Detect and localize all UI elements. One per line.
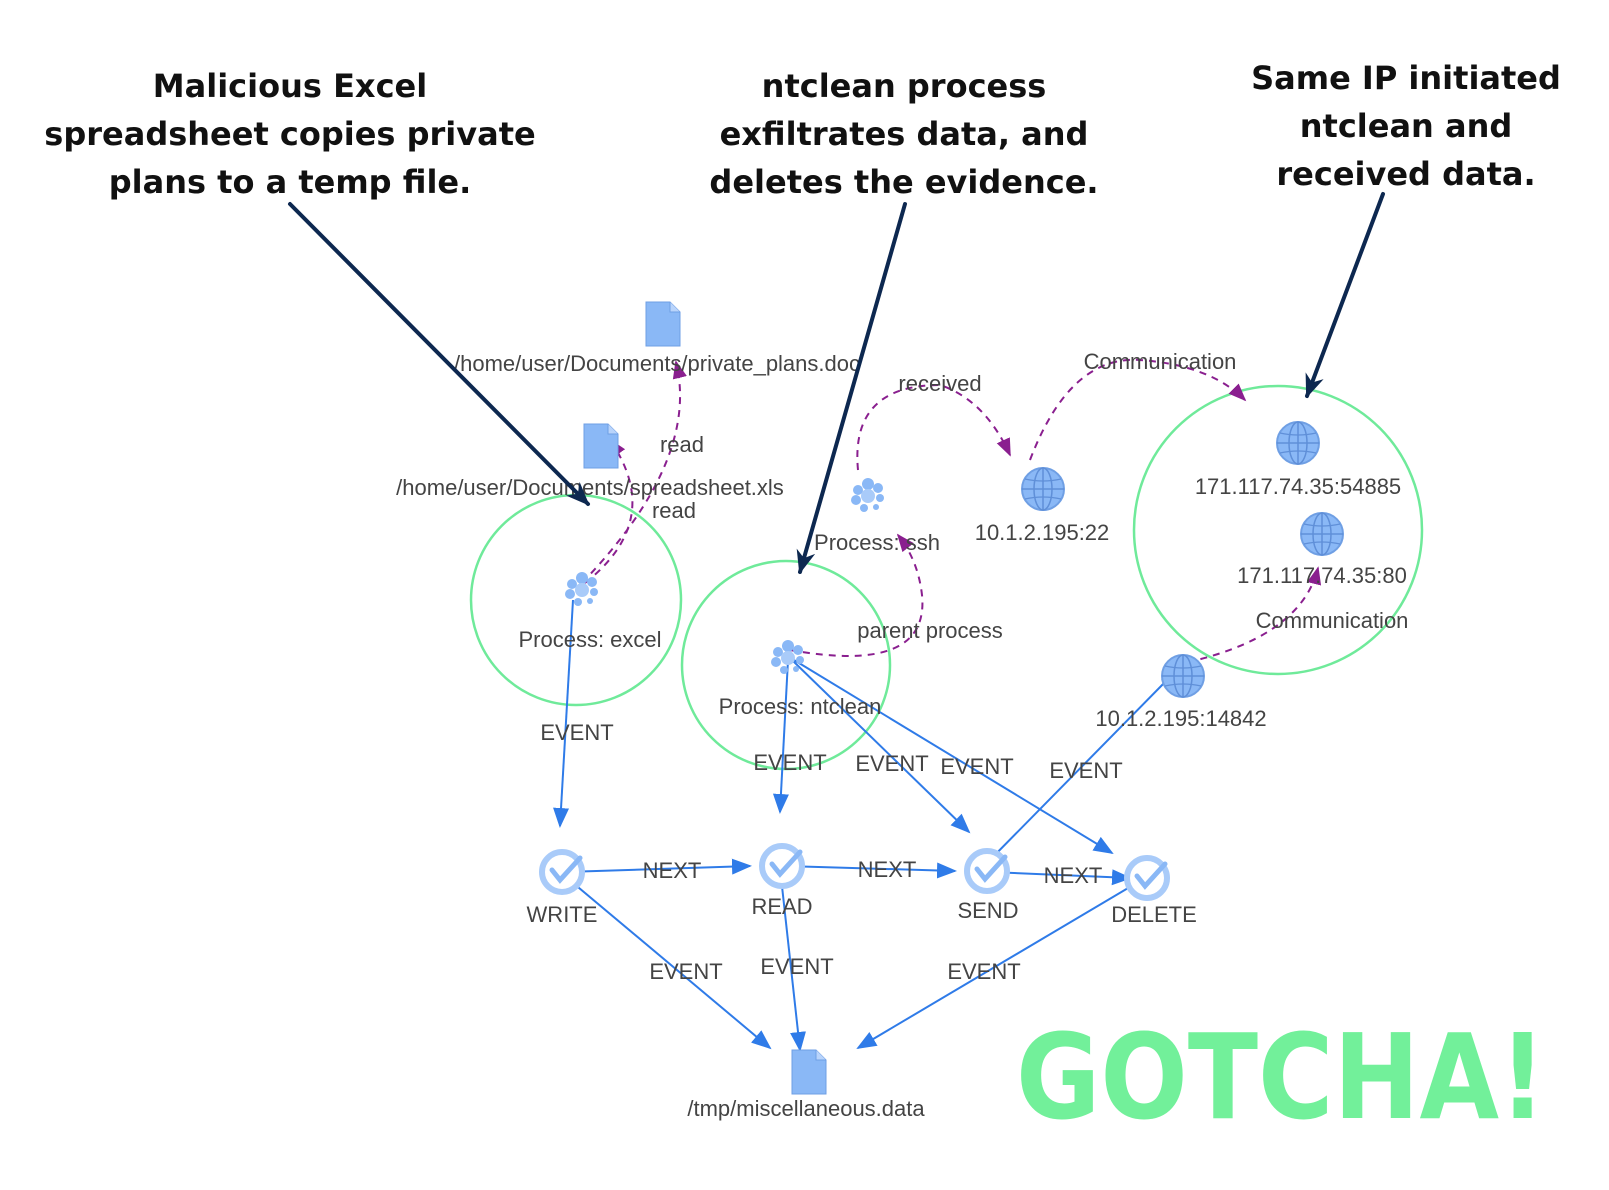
globe-icon xyxy=(1161,654,1205,698)
label-ip-54885: 171.117.74.35:54885 xyxy=(1195,474,1401,499)
edge-label-next-1: NEXT xyxy=(643,858,702,883)
node-process-ssh[interactable] xyxy=(851,478,884,512)
callout-arrow-middle xyxy=(796,202,907,575)
edge-read-private-plans xyxy=(581,360,687,584)
edge-label-write-tmp-event: EVENT xyxy=(649,959,722,984)
node-event-read[interactable] xyxy=(759,843,805,889)
process-icon xyxy=(565,572,598,606)
process-icon xyxy=(771,640,804,674)
label-event-write: WRITE xyxy=(527,902,598,927)
edge-label-excel-event: EVENT xyxy=(540,720,613,745)
annotation-right-line-1: Same IP initiated xyxy=(1251,59,1561,97)
highlight-ring-ntclean xyxy=(680,559,892,771)
edge-communication-bottom xyxy=(1174,566,1322,666)
node-ip-54885[interactable] xyxy=(1276,421,1320,465)
edge-label-ntclean-read-event: EVENT xyxy=(753,750,826,775)
label-process-ntclean: Process: ntclean xyxy=(719,694,882,719)
edge-label-delete-tmp-event: EVENT xyxy=(947,959,1020,984)
edge-write-tmp xyxy=(559,871,772,1050)
node-ip-22[interactable] xyxy=(1021,467,1065,511)
edge-ntclean-read xyxy=(772,659,789,814)
label-private-plans: /home/user/Documents/private_plans.doc xyxy=(454,351,860,376)
edge-excel-write xyxy=(553,599,574,828)
node-process-excel[interactable] xyxy=(565,572,598,606)
edge-label-send-ip-event: EVENT xyxy=(1049,758,1122,783)
label-spreadsheet: /home/user/Documents/spreadsheet.xls xyxy=(396,475,784,500)
edge-ntclean-send xyxy=(791,659,971,834)
edge-label-communication-bottom: Communication xyxy=(1256,608,1409,633)
label-process-excel: Process: excel xyxy=(518,627,661,652)
edge-label-ntclean-send-event: EVENT xyxy=(855,751,928,776)
edge-label-ntclean-delete-event: EVENT xyxy=(940,754,1013,779)
annotation-right: Same IP initiated ntclean and received d… xyxy=(1251,59,1561,193)
node-event-write[interactable] xyxy=(539,849,585,895)
edge-next-2 xyxy=(784,862,957,879)
annotation-right-line-2: ntclean and xyxy=(1300,107,1513,145)
globe-icon xyxy=(1276,421,1320,465)
annotation-middle-line-2: exfiltrates data, and xyxy=(720,115,1089,153)
annotation-right-line-3: received data. xyxy=(1276,155,1535,193)
file-icon xyxy=(791,1049,827,1095)
edge-label-read-plans: read xyxy=(660,432,704,457)
edge-label-next-2: NEXT xyxy=(858,857,917,882)
node-private-plans[interactable] xyxy=(645,301,681,347)
annotation-left-line-1: Malicious Excel xyxy=(153,67,427,105)
annotation-middle: ntclean process exfiltrates data, and de… xyxy=(709,67,1098,201)
label-ip-14842: 10.1.2.195:14842 xyxy=(1095,706,1266,731)
label-event-delete: DELETE xyxy=(1111,902,1197,927)
process-icon xyxy=(851,478,884,512)
globe-icon xyxy=(1300,512,1344,556)
edge-send-ip xyxy=(984,676,1171,866)
edge-ntclean-delete xyxy=(793,659,1114,855)
label-event-send: SEND xyxy=(957,898,1018,923)
gotcha-text: GOTCHA! xyxy=(1016,1008,1546,1146)
edge-next-1 xyxy=(564,858,752,875)
node-ip-14842[interactable] xyxy=(1161,654,1205,698)
callout-arrow-left xyxy=(288,202,590,506)
label-ip-80: 171.117.74.35:80 xyxy=(1237,563,1407,588)
edge-label-read-sheet: read xyxy=(652,498,696,523)
edge-read-spreadsheet xyxy=(584,438,634,584)
node-event-send[interactable] xyxy=(964,848,1010,894)
highlight-ring-remote-ip xyxy=(1132,384,1424,676)
node-ip-80[interactable] xyxy=(1300,512,1344,556)
edge-communication-top xyxy=(1029,358,1247,461)
label-tmp-data: /tmp/miscellaneous.data xyxy=(687,1096,925,1121)
event-check-icon xyxy=(964,848,1010,894)
edge-received xyxy=(856,383,1011,471)
edge-read-tmp xyxy=(779,867,806,1052)
edge-parent-process xyxy=(789,533,924,657)
annotation-left-line-3: plans to a temp file. xyxy=(109,163,472,201)
label-event-read: READ xyxy=(751,894,812,919)
annotation-middle-line-1: ntclean process xyxy=(762,67,1047,105)
callout-arrow-right xyxy=(1305,192,1385,399)
edge-label-received: received xyxy=(898,371,981,396)
edge-label-read-tmp-event: EVENT xyxy=(760,954,833,979)
node-tmp-data[interactable] xyxy=(791,1049,827,1095)
edge-label-communication-top: Communication xyxy=(1084,349,1237,374)
annotation-left: Malicious Excel spreadsheet copies priva… xyxy=(44,67,535,201)
label-ip-22: 10.1.2.195:22 xyxy=(975,520,1110,545)
file-icon xyxy=(645,301,681,347)
annotation-middle-line-3: deletes the evidence. xyxy=(709,163,1098,201)
event-check-icon xyxy=(1124,855,1170,901)
annotation-left-line-2: spreadsheet copies private xyxy=(44,115,535,153)
edge-delete-tmp xyxy=(856,877,1146,1050)
edge-label-parent-process: parent process xyxy=(857,618,1003,643)
file-icon xyxy=(583,423,619,469)
label-process-ssh: Process: ssh xyxy=(814,530,940,555)
edge-next-3 xyxy=(989,869,1132,886)
node-spreadsheet[interactable] xyxy=(583,423,619,469)
globe-icon xyxy=(1021,467,1065,511)
node-process-ntclean[interactable] xyxy=(771,640,804,674)
event-check-icon xyxy=(759,843,805,889)
event-check-icon xyxy=(539,849,585,895)
edge-label-next-3: NEXT xyxy=(1044,863,1103,888)
node-event-delete[interactable] xyxy=(1124,855,1170,901)
